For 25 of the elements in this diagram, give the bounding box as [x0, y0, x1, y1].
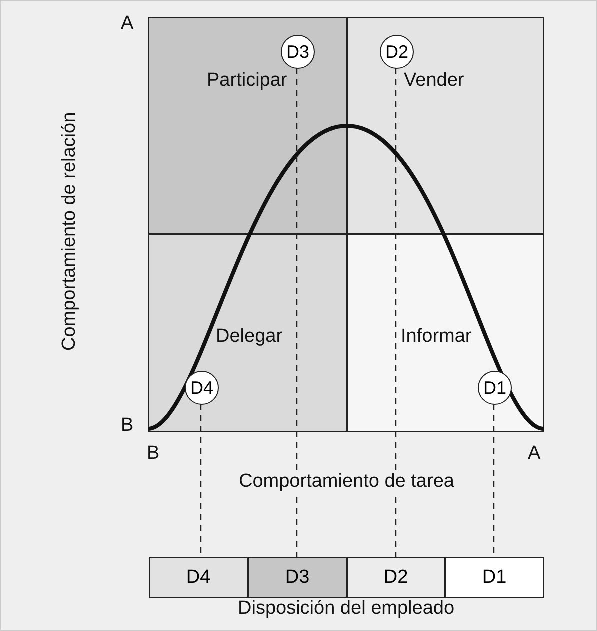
axis-end-label: A: [528, 443, 541, 465]
axis-title: Comportamiento de tarea: [239, 471, 454, 493]
readiness-cell: D1: [445, 557, 544, 598]
style-label: Participar: [207, 70, 288, 92]
axis-end-label: A: [121, 13, 134, 35]
quadrant: [347, 17, 544, 234]
style-label: Informar: [401, 326, 472, 348]
style-label: Vender: [404, 70, 464, 92]
axis-end-label: B: [121, 415, 134, 437]
readiness-cell: D4: [149, 557, 248, 598]
readiness-cell: D3: [248, 557, 347, 598]
axis-title: Disposición del empleado: [238, 598, 455, 620]
quadrant: [347, 234, 544, 432]
readiness-cell: D2: [347, 557, 445, 598]
quadrant: [148, 234, 347, 432]
circled-label: D3: [281, 35, 315, 69]
style-label: Delegar: [216, 326, 283, 348]
axis-title: Comportamiento de relación: [59, 112, 81, 350]
circled-label: D2: [380, 35, 414, 69]
circled-label: D1: [478, 371, 512, 405]
quadrant: [148, 17, 347, 234]
dashed-line: [395, 68, 397, 557]
dashed-line: [296, 68, 298, 557]
axis-end-label: B: [147, 443, 160, 465]
circled-label: D4: [185, 371, 219, 405]
